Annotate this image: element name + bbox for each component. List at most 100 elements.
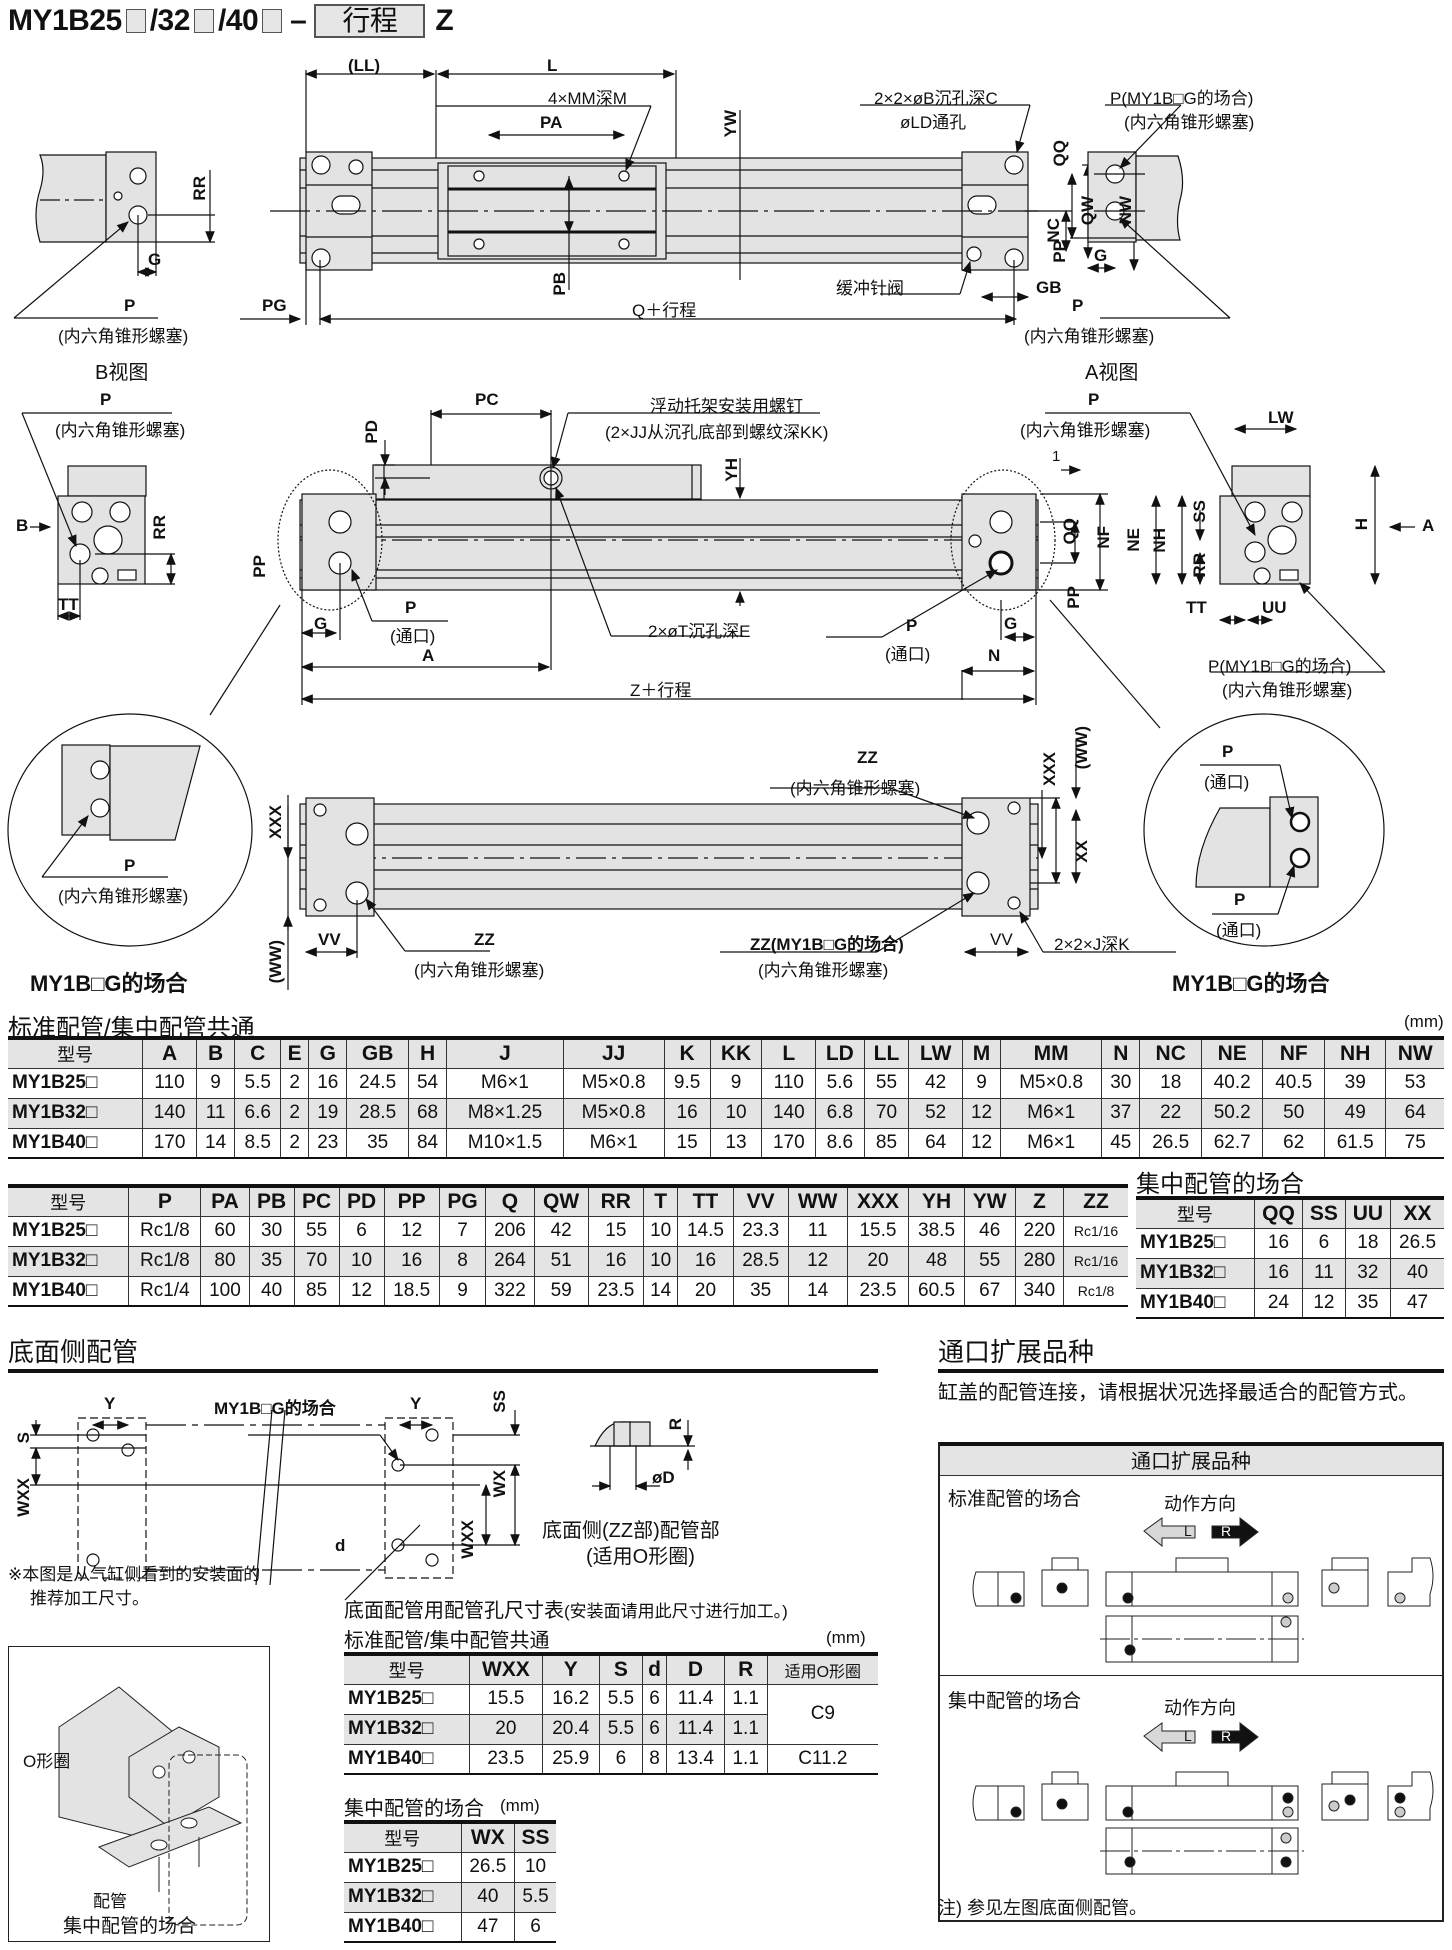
label-ZZ-g: ZZ(MY1B□G的场合) [750, 935, 904, 954]
table-cell: 5.5 [514, 1882, 556, 1912]
label-g-case: MY1B□G的场合 [214, 1399, 336, 1418]
table-cell: 10 [642, 1246, 678, 1276]
table-cell: 10 [338, 1246, 385, 1276]
column-header: 型号 [1176, 1204, 1213, 1225]
table-cell: 64 [908, 1128, 963, 1158]
table-cell: 9 [709, 1068, 762, 1098]
table-cell: MY1B40□ [348, 1747, 434, 1769]
dim-MM: 4×MM深M [548, 89, 627, 108]
table-cell: MY1B25□ [12, 1220, 98, 1241]
dim-WXX-right: WXX [458, 1520, 477, 1559]
table-cell: 18 [1139, 1068, 1202, 1098]
table-cell: 45 [1101, 1128, 1140, 1158]
table-cell: Rc1/16 [1063, 1246, 1128, 1276]
note-T-hole: 2×øT沉孔深E [648, 622, 751, 641]
dim-NF: NF [1094, 526, 1113, 549]
model-option-box [262, 9, 283, 33]
table-cell: 12 [383, 1216, 440, 1246]
zz-caption-2: (适用O形圈) [586, 1546, 695, 1568]
technical-drawing [7, 69, 1415, 990]
table-cell: 16 [663, 1098, 711, 1128]
label-P-a: P [1072, 296, 1084, 315]
dim-Q-stroke: Q＋行程 [632, 301, 697, 320]
table-cell: 67 [963, 1276, 1016, 1306]
table-cell: 60.5 [908, 1276, 965, 1306]
table-cell: 9 [195, 1068, 235, 1098]
table-cell: M5×0.8 [562, 1098, 665, 1128]
label-P-port-right: P [906, 616, 918, 635]
bottom-piping-drawing [30, 1409, 695, 1601]
table-cell: 14.5 [677, 1216, 734, 1246]
centralized-table-unit: (mm) [500, 1796, 540, 1815]
column-header: NH [1323, 1038, 1386, 1068]
table-cell: 70 [293, 1246, 340, 1276]
table-cell: 15.5 [469, 1684, 542, 1714]
table-cell: 170 [761, 1128, 816, 1158]
column-header: NW [1385, 1038, 1444, 1068]
table-cell: 26.5 [1139, 1128, 1202, 1158]
label-plug-zz-left: (内六角锥形螺塞) [414, 961, 545, 980]
table-cell: 7 [438, 1216, 486, 1246]
table-cell: 37 [1101, 1098, 1140, 1128]
column-header: LD [815, 1038, 865, 1068]
table-cell: 19 [308, 1098, 347, 1128]
table-cell: 264 [485, 1246, 535, 1276]
column-header: M [961, 1038, 1001, 1068]
column-header: LW [908, 1038, 963, 1068]
table-cell: 85 [293, 1276, 340, 1306]
table-cell: 62 [1262, 1128, 1325, 1158]
dim-PD: PD [362, 420, 381, 444]
caption-left-circle: MY1B□G的场合 [30, 971, 188, 996]
table-cell: 11.4 [666, 1714, 725, 1744]
column-header: Y [541, 1654, 600, 1684]
table-cell: 42 [908, 1068, 963, 1098]
column-header: K [663, 1038, 711, 1068]
standard-piping-section: 标准配管的场合 动作方向 L R [940, 1476, 1442, 1676]
table-cell: 16 [677, 1246, 734, 1276]
table-cell: 1.1 [723, 1744, 768, 1774]
dir-left-label-2: L [1184, 1728, 1192, 1744]
dim-PA: PA [540, 113, 563, 132]
table-cell: Rc1/8 [128, 1216, 201, 1246]
table-cell: 6 [641, 1684, 667, 1714]
table-cell: 55 [963, 1246, 1016, 1276]
table-cell: 38.5 [908, 1216, 965, 1246]
label-P-right-circle-2: P [1234, 890, 1246, 909]
panel-title: 通口扩展品种 [940, 1442, 1442, 1476]
table-cell: 170 [142, 1128, 197, 1158]
table-cell: Rc1/8 [1063, 1276, 1128, 1306]
column-header: PC [293, 1186, 340, 1216]
table-cell: MY1B25□ [12, 1072, 98, 1093]
dim-RR-right-end: RR [1190, 553, 1209, 578]
view-b-title: B视图 [95, 362, 149, 384]
label-pipe: 配管 [93, 1892, 127, 1911]
table-cell: 64 [1385, 1098, 1444, 1128]
column-header: XX [1390, 1198, 1444, 1228]
table-cell: 16 [383, 1246, 440, 1276]
table-cell: 14 [195, 1128, 235, 1158]
table-cell: M6×1 [1000, 1128, 1102, 1158]
table-cell: 13.4 [666, 1744, 725, 1774]
table-cell: 220 [1014, 1216, 1064, 1246]
table-cell: 11 [1302, 1258, 1346, 1288]
column-header: L [761, 1038, 816, 1068]
column-header: SS [1302, 1198, 1346, 1228]
column-header: LL [863, 1038, 909, 1068]
table-cell: 20.4 [541, 1714, 600, 1744]
label-plug-left-circle: (内六角锥形螺塞) [58, 887, 189, 906]
table-cell: 39 [1323, 1068, 1386, 1098]
page-title: MY1B25 /32 /40 – 行程 Z [8, 4, 454, 38]
dim-TT-right-end: TT [1186, 598, 1207, 617]
label-plug-zz-g: (内六角锥形螺塞) [758, 961, 889, 980]
column-header: PA [200, 1186, 250, 1216]
note-B-hole: 2×2×øB沉孔深C [874, 89, 998, 108]
table-cell: 12 [961, 1128, 1001, 1158]
label-P-right-circle-1: P [1222, 742, 1234, 761]
column-header: PB [248, 1186, 295, 1216]
